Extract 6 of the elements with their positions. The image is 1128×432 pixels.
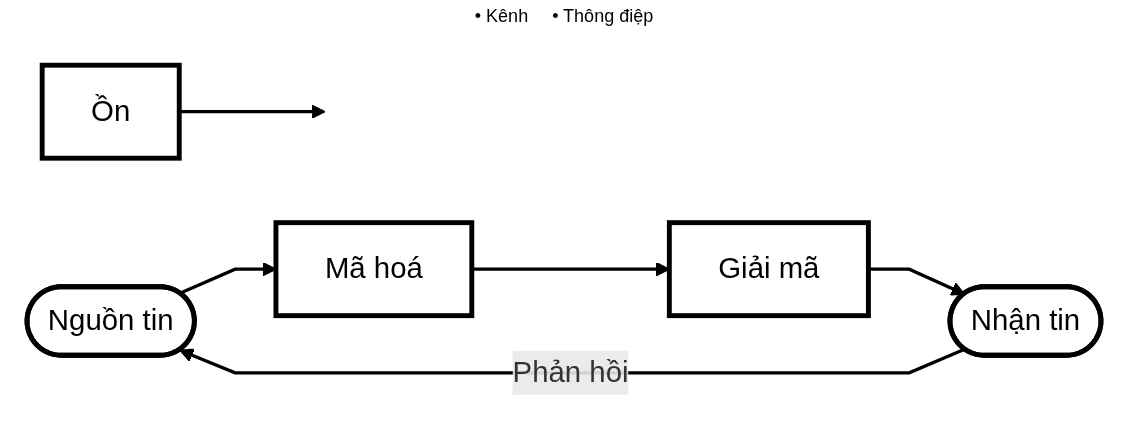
channel-label: • Kênh — [474, 6, 529, 27]
node-box: Ồn — [39, 62, 182, 161]
edge-label: Phản hồi — [512, 355, 629, 388]
channel-label: • Thông điệp — [552, 6, 654, 27]
node-box: Giải mã — [666, 219, 871, 318]
node-box: Mã hoá — [273, 219, 475, 318]
